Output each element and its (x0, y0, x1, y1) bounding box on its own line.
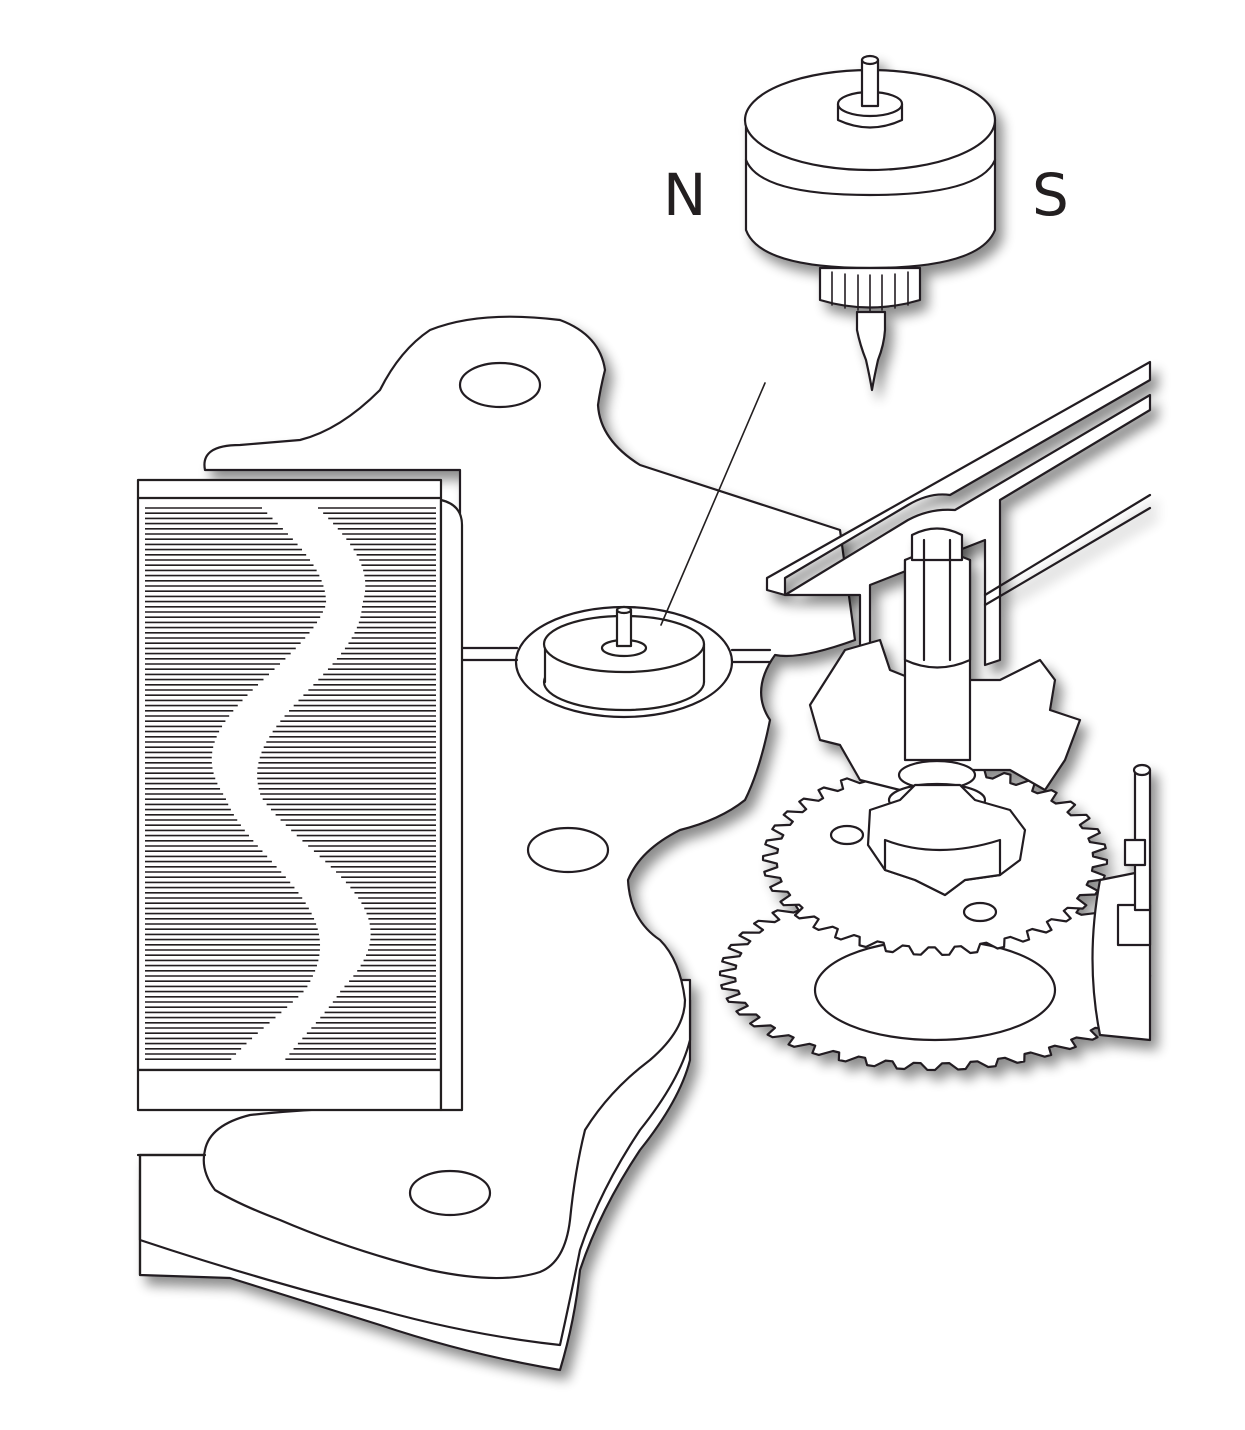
pointer-line (660, 382, 766, 626)
stator-arm (765, 360, 1152, 667)
rotor-magnet (743, 54, 997, 392)
large-gear-hub (813, 938, 1057, 1042)
rotor-post (542, 605, 706, 712)
side-gear (1091, 763, 1152, 1042)
south-pole-label: S (1032, 161, 1069, 229)
coil-windings (145, 507, 436, 1060)
stator-plate (138, 315, 857, 1372)
gear-train (718, 527, 1152, 1072)
coil (136, 478, 464, 1277)
north-pole-label: N (663, 161, 707, 229)
